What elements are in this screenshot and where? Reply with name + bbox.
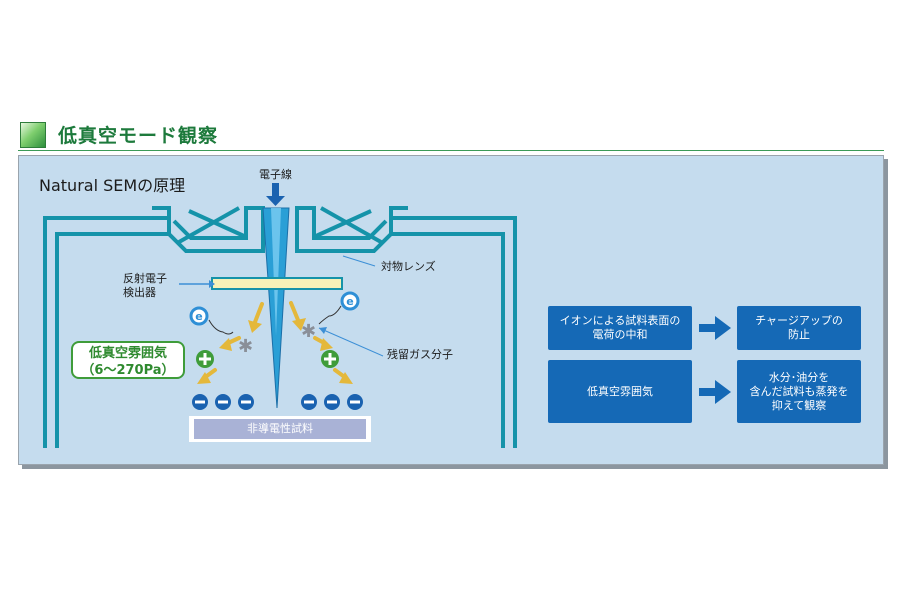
svg-text:✱: ✱ — [301, 321, 316, 342]
beam-arrow — [266, 183, 285, 206]
flow-effect-1: チャージアップの 防止 — [737, 306, 861, 350]
backscatter-detector — [211, 277, 343, 290]
atmosphere-label: 低真空雰囲気 （6～270Pa） — [71, 341, 185, 379]
sample: 非導電性試料 — [189, 416, 371, 442]
flow-effect-2: 水分･油分を 含んだ試料も蒸発を 抑えて観察 — [737, 360, 861, 423]
flow-arrow-1-icon — [699, 316, 731, 340]
svg-text:e: e — [346, 295, 353, 308]
flow-cause-2-text: 低真空雰囲気 — [587, 384, 653, 398]
heading-divider — [18, 150, 884, 151]
flow-effect-2-text: 水分･油分を 含んだ試料も蒸発を 抑えて観察 — [749, 370, 849, 412]
section-heading: 低真空モード観察 — [18, 119, 884, 151]
sample-label: 非導電性試料 — [194, 419, 366, 439]
svg-text:e: e — [195, 310, 202, 323]
objective-lens-right — [295, 206, 408, 253]
page-title: 低真空モード観察 — [58, 125, 219, 147]
electron-left: e — [189, 306, 209, 326]
scatter-arrows — [197, 301, 353, 384]
beam-label: 電子線 — [259, 168, 292, 181]
gas-molecule: ✱ ✱ — [238, 321, 316, 357]
positive-ion-right — [321, 350, 339, 368]
flow-cause-2: 低真空雰囲気 — [548, 360, 692, 423]
panel-title: Natural SEMの原理 — [39, 176, 186, 195]
gas-label: 残留ガス分子 — [387, 348, 453, 361]
flow-arrow-2-icon — [699, 380, 731, 404]
objective-lens-left — [152, 206, 265, 253]
sem-diagram: ✱ ✱ e e — [43, 183, 517, 448]
flow-cause-1: イオンによる試料表面の 電荷の中和 — [548, 306, 692, 350]
flow-cause-1-text: イオンによる試料表面の 電荷の中和 — [559, 314, 681, 341]
surface-charges — [192, 394, 363, 410]
positive-ion-left — [196, 350, 214, 368]
heading-square-icon — [20, 122, 46, 148]
principle-panel: Natural SEMの原理 — [18, 155, 884, 465]
electron-right: e — [340, 291, 360, 311]
detector-label: 反射電子 検出器 — [123, 272, 167, 299]
flow-effect-1-text: チャージアップの 防止 — [755, 314, 843, 341]
svg-text:✱: ✱ — [238, 336, 253, 357]
lens-label: 対物レンズ — [381, 260, 436, 273]
